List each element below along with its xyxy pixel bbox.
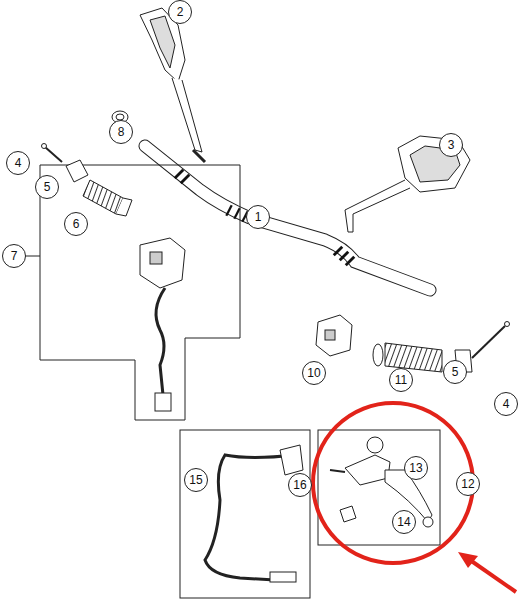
callout-number: 4 <box>6 151 30 175</box>
callout-number: 6 <box>64 212 88 236</box>
callout-number: 13 <box>404 456 428 480</box>
callout-number: 8 <box>109 120 133 144</box>
callout-number: 2 <box>168 0 192 24</box>
callout-number: 5 <box>35 175 59 199</box>
callout-number: 16 <box>288 473 312 497</box>
callout-number: 5 <box>443 360 467 384</box>
callout-number: 10 <box>302 361 326 385</box>
callout-number: 14 <box>392 510 416 534</box>
callout-number: 3 <box>439 133 463 157</box>
callout-number: 12 <box>456 472 480 496</box>
callout-number: 4 <box>494 392 518 416</box>
callout-number: 1 <box>246 205 270 229</box>
callout-number: 11 <box>389 368 413 392</box>
callout-number: 15 <box>184 468 208 492</box>
callout-number: 7 <box>2 244 26 268</box>
